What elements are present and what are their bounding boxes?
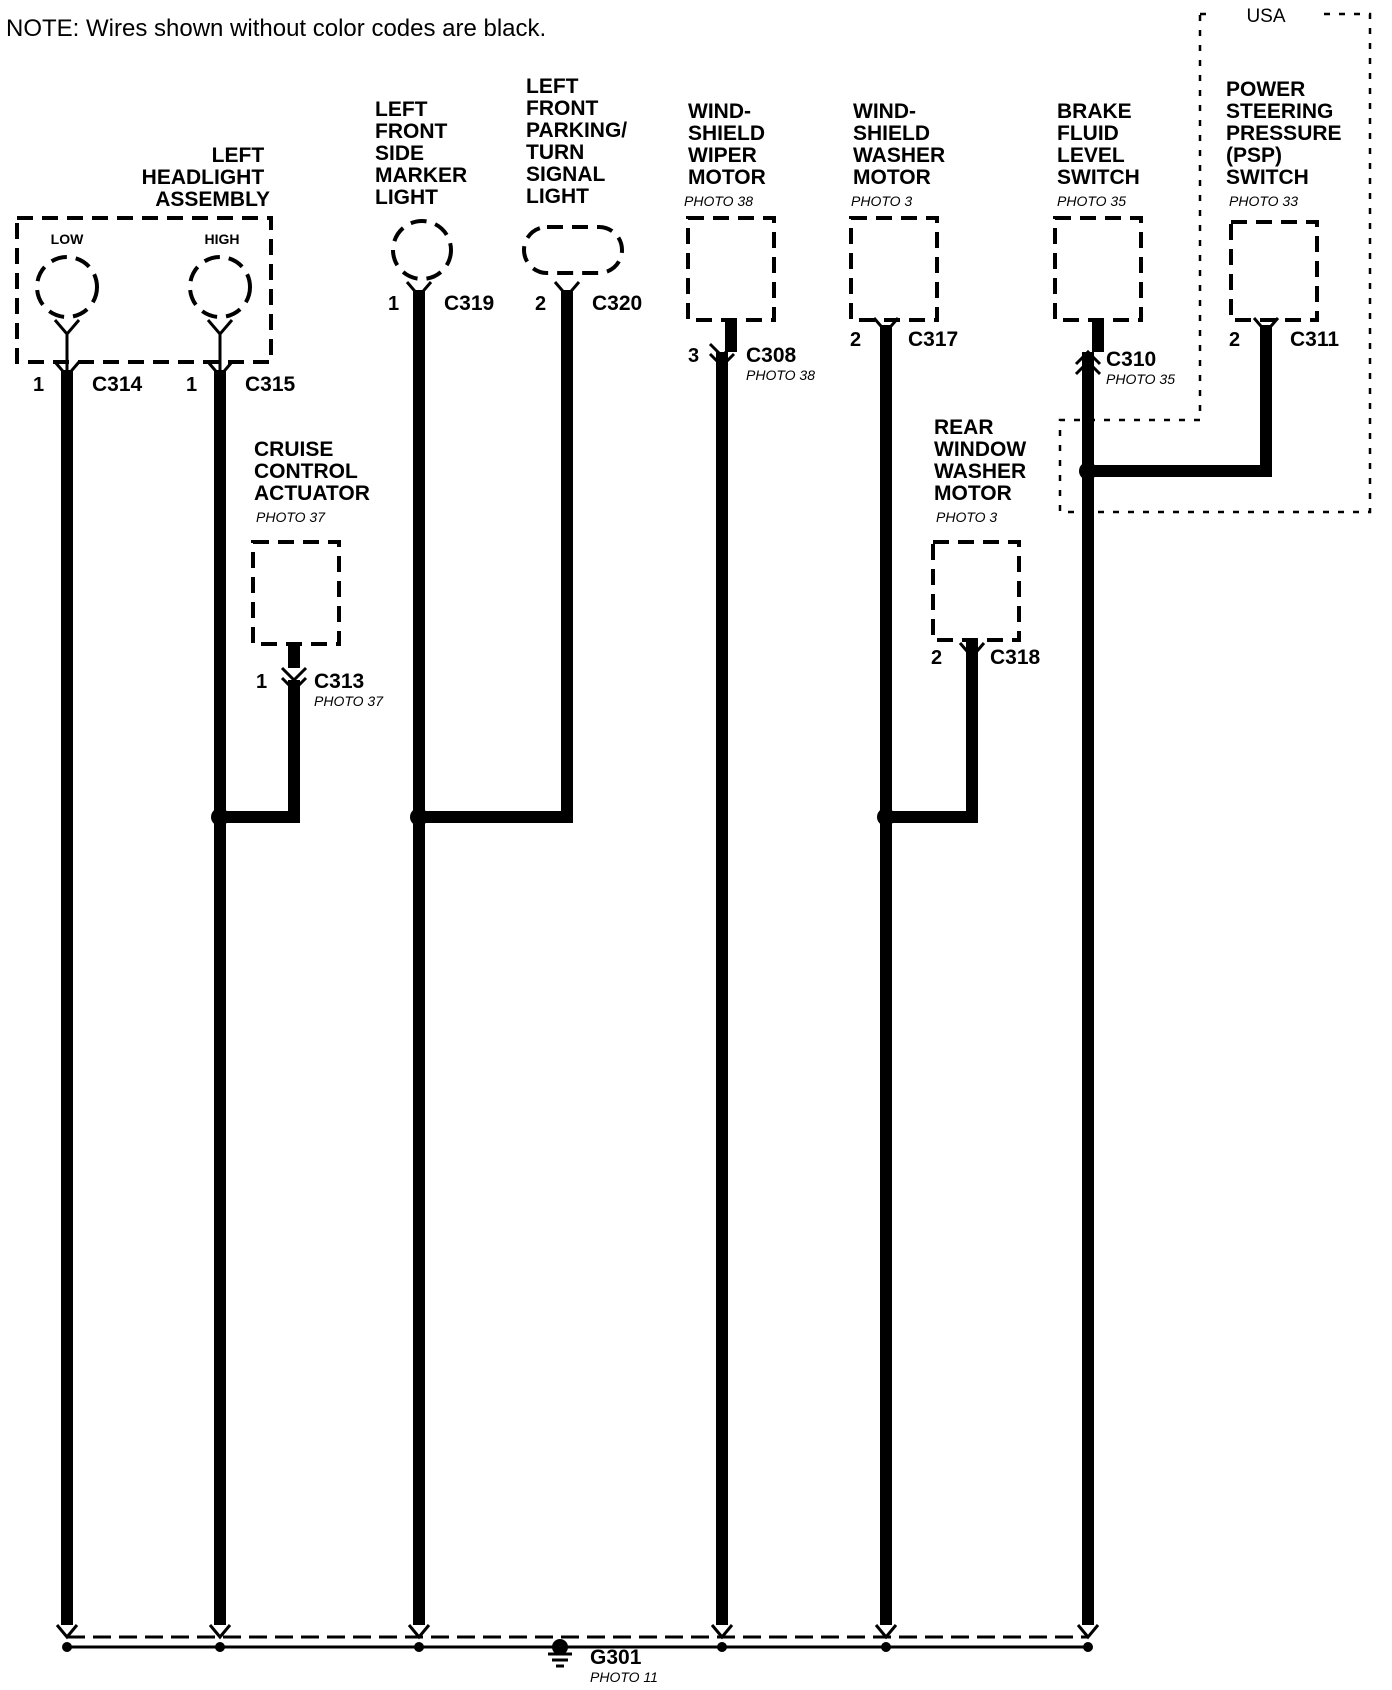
brake-photo-ref: PHOTO 35	[1057, 193, 1126, 209]
ground-node	[215, 1642, 225, 1652]
low-beam-label: LOW	[51, 231, 84, 247]
splice-point	[877, 808, 895, 826]
rear-window-washer-motor: REAR WINDOW WASHER MOTOR PHOTO 3	[931, 416, 1032, 642]
ground-bus: G301 PHOTO 11	[55, 1624, 1100, 1685]
windshield-wiper-motor: WIND- SHIELD WIPER MOTOR PHOTO 38	[684, 100, 776, 352]
rear-washer-box	[931, 540, 1021, 642]
c319-pin: 1	[388, 293, 399, 315]
brake-fluid-level-switch: BRAKE FLUID LEVEL SWITCH PHOTO 35	[1053, 100, 1143, 352]
wiper-motor-label: WIND- SHIELD WIPER MOTOR	[688, 100, 771, 189]
high-beam-label: HIGH	[205, 231, 240, 247]
c313-photo-ref: PHOTO 37	[314, 693, 384, 709]
c308-label: C308	[746, 344, 797, 367]
connector-c311-symbol	[1252, 317, 1280, 335]
connector-c310-symbol	[1074, 349, 1102, 376]
ground-bus-taps	[55, 1624, 1100, 1640]
connector-c315-symbol	[206, 361, 234, 379]
headlight-housing	[15, 216, 273, 364]
c315-pin: 1	[186, 374, 197, 396]
rear-washer-photo-ref: PHOTO 3	[936, 509, 997, 525]
wiper-motor-box	[686, 216, 776, 322]
ground-symbol-icon	[548, 1639, 572, 1668]
c311-pin: 2	[1229, 329, 1240, 351]
psp-switch-label: POWER STEERING PRESSURE (PSP) SWITCH	[1226, 78, 1347, 189]
splice-point	[1079, 462, 1097, 480]
c317-pin: 2	[850, 329, 861, 351]
rear-washer-label: REAR WINDOW WASHER MOTOR	[934, 416, 1032, 505]
c318-pin: 2	[931, 647, 942, 669]
ground-node	[62, 1642, 72, 1652]
wires	[61, 290, 1272, 1625]
c315-label: C315	[245, 373, 296, 396]
ground-photo-ref: PHOTO 11	[590, 1669, 658, 1685]
ground-node	[881, 1642, 891, 1652]
c310-photo-ref: PHOTO 35	[1106, 371, 1175, 387]
low-beam-bulb-icon	[35, 255, 99, 319]
c320-pin: 2	[535, 293, 546, 315]
ground-node	[414, 1642, 424, 1652]
connector-c319-symbol	[405, 281, 433, 299]
wiper-photo-ref: PHOTO 38	[684, 193, 753, 209]
c310-label: C310	[1106, 348, 1156, 371]
brake-switch-label: BRAKE FLUID LEVEL SWITCH	[1057, 100, 1140, 189]
splices	[211, 462, 1097, 826]
side-marker-label: LEFT FRONT SIDE MARKER LIGHT	[375, 98, 473, 209]
high-beam-bulb-icon	[188, 255, 252, 319]
psp-switch-box	[1229, 220, 1319, 322]
wire-c320	[419, 290, 573, 823]
usa-region-boundary: USA	[1058, 6, 1372, 514]
c313-label: C313	[314, 670, 364, 693]
c317-label: C317	[908, 328, 958, 351]
connector-c313-symbol	[280, 666, 308, 693]
connector-c317-symbol	[872, 317, 900, 335]
c308-pin: 3	[688, 345, 699, 367]
washer-photo-ref: PHOTO 3	[851, 193, 912, 209]
wire-c313	[220, 680, 300, 823]
cruise-actuator-box	[251, 540, 341, 646]
c314-label: C314	[92, 373, 143, 396]
connector-c318-symbol	[958, 642, 986, 660]
psp-photo-ref: PHOTO 33	[1229, 193, 1298, 209]
connector-c314-symbol	[53, 361, 81, 379]
parking-light-label: LEFT FRONT PARKING/ TURN SIGNAL LIGHT	[526, 75, 633, 208]
c311-label: C311	[1290, 328, 1339, 351]
ground-node	[717, 1642, 727, 1652]
windshield-washer-motor: WIND- SHIELD WASHER MOTOR PHOTO 3	[849, 100, 951, 322]
usa-region-label: USA	[1246, 6, 1285, 27]
parking-turn-light: LEFT FRONT PARKING/ TURN SIGNAL LIGHT	[522, 75, 633, 275]
splice-point	[410, 808, 428, 826]
c314-pin: 1	[33, 374, 44, 396]
high-beam-filament-lead	[206, 319, 234, 370]
splice-point	[211, 808, 229, 826]
brake-switch-box	[1053, 216, 1143, 322]
connector-symbols	[53, 281, 1280, 693]
diagram-note: NOTE: Wires shown without color codes ar…	[6, 15, 546, 42]
wire-c311	[1088, 325, 1272, 477]
c318-label: C318	[990, 646, 1041, 669]
washer-motor-box	[849, 216, 939, 322]
c320-label: C320	[592, 292, 642, 315]
cruise-actuator-label: CRUISE CONTROL ACTUATOR	[254, 438, 370, 505]
c319-label: C319	[444, 292, 494, 315]
cruise-photo-ref: PHOTO 37	[256, 509, 326, 525]
cruise-control-actuator: CRUISE CONTROL ACTUATOR PHOTO 37	[251, 438, 370, 646]
side-marker-light: LEFT FRONT SIDE MARKER LIGHT	[375, 98, 473, 281]
headlight-label: LEFT HEADLIGHT ASSEMBLY	[142, 144, 270, 211]
psp-switch: POWER STEERING PRESSURE (PSP) SWITCH PHO…	[1226, 78, 1347, 322]
c308-photo-ref: PHOTO 38	[746, 367, 815, 383]
low-beam-filament-lead	[53, 319, 81, 370]
side-marker-bulb-icon	[391, 219, 453, 281]
c313-pin: 1	[256, 671, 267, 693]
left-headlight-assembly: LEFT HEADLIGHT ASSEMBLY LOW HIGH	[15, 144, 273, 370]
ground-node	[1083, 1642, 1093, 1652]
wire-c318	[886, 650, 978, 823]
ground-g301-label: G301	[590, 1646, 642, 1669]
parking-light-bulb-icon	[522, 225, 624, 275]
washer-motor-label: WIND- SHIELD WASHER MOTOR	[853, 100, 951, 189]
connector-labels: 1 C314 1 C315 1 C319 2 C320 3 C308 PHOTO…	[33, 292, 1339, 709]
connector-c320-symbol	[553, 281, 581, 299]
